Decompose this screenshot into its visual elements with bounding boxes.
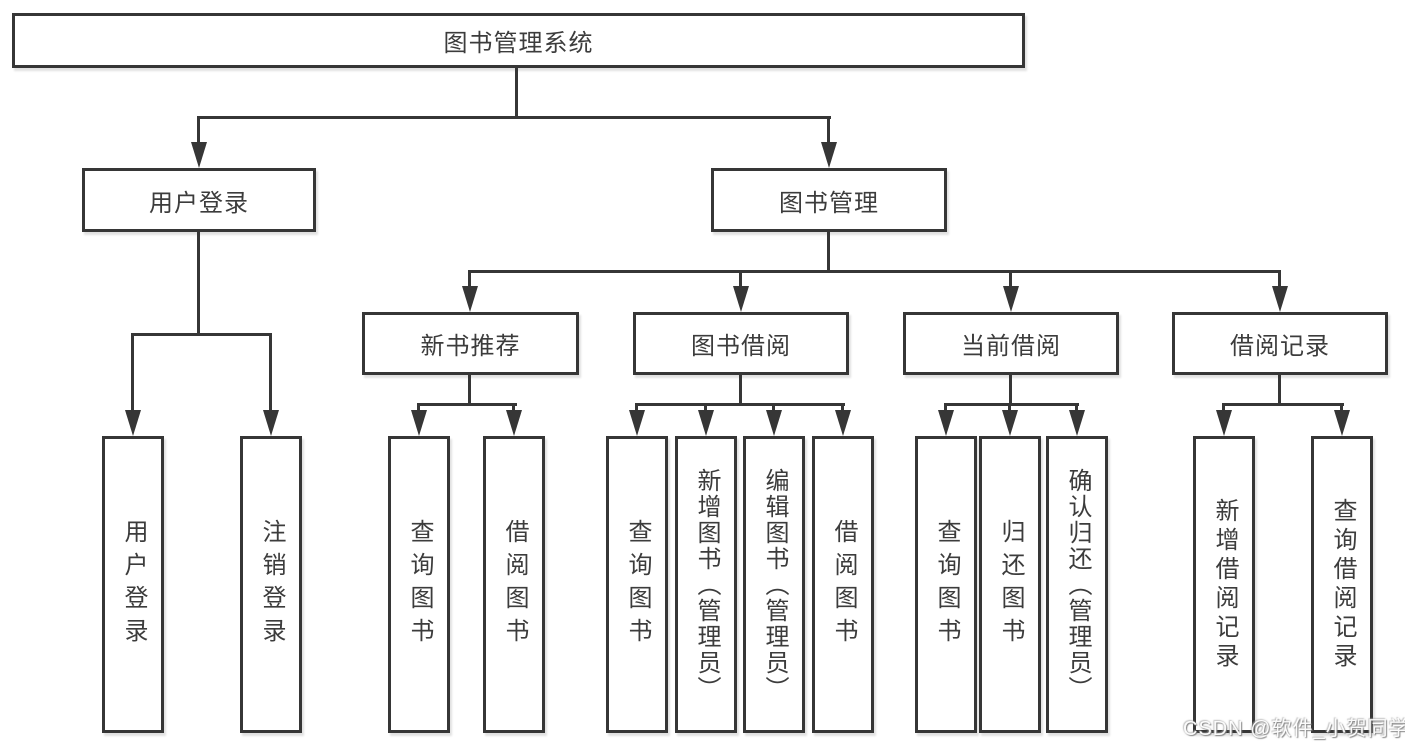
connector-line [417,403,420,413]
arrowhead-down-icon [698,410,714,436]
node-book-borrowing: 图书借阅 [633,312,849,375]
leaf-return-book: 归还图书 [979,436,1041,733]
arrowhead-down-icon [835,410,851,436]
arrowhead-down-icon [263,410,279,436]
arrowhead-down-icon [1003,286,1019,312]
leaf-user-login: 用户登录 [102,436,164,733]
connector-line [1278,270,1281,288]
arrowhead-down-icon [1069,410,1085,436]
leaf-query-books-recommend: 查询图书 [388,436,450,733]
connector-line [827,116,830,144]
connector-line [468,270,1281,273]
connector-line [515,68,518,118]
connector-line [1222,403,1225,413]
leaf-add-borrow-record: 新增借阅记录 [1193,436,1255,733]
arrowhead-down-icon [462,286,478,312]
connector-line [944,403,1079,406]
connector-line [131,333,134,412]
arrowhead-down-icon [629,410,645,436]
connector-line [704,403,707,413]
connector-line [1340,403,1343,413]
connector-line [1222,403,1344,406]
connector-line [417,403,517,406]
connector-line [468,375,471,405]
leaf-edit-book-admin: 编辑图书（管理员） [743,436,805,733]
connector-line [772,403,775,413]
connector-line [739,375,742,405]
arrowhead-down-icon [1002,410,1018,436]
node-book-management: 图书管理 [711,168,947,232]
connector-line [1008,403,1011,413]
arrowhead-down-icon [1334,410,1350,436]
connector-line [1278,375,1281,405]
arrowhead-down-icon [766,410,782,436]
leaf-logout: 注销登录 [240,436,302,733]
connector-line [1075,403,1078,413]
connector-line [197,116,200,144]
leaf-confirm-return-admin: 确认归还（管理员） [1046,436,1108,733]
node-user-login: 用户登录 [82,168,316,232]
connector-line [635,403,638,413]
connector-line [269,333,272,412]
node-current-borrowing: 当前借阅 [903,312,1119,375]
connector-line [1009,270,1012,288]
arrowhead-down-icon [125,410,141,436]
node-root: 图书管理系统 [12,13,1025,68]
connector-line [739,270,742,288]
connector-line [197,116,831,119]
leaf-borrow-books: 借阅图书 [812,436,874,733]
connector-line [827,232,830,272]
node-new-book-recommend: 新书推荐 [362,312,579,375]
leaf-borrow-books-recommend: 借阅图书 [483,436,545,733]
connector-line [1009,375,1012,405]
arrowhead-down-icon [1216,410,1232,436]
connector-line [635,403,845,406]
connector-line [131,333,272,336]
node-borrowing-records: 借阅记录 [1172,312,1388,375]
arrowhead-down-icon [938,410,954,436]
arrowhead-down-icon [733,286,749,312]
leaf-add-book-admin: 新增图书（管理员） [675,436,737,733]
connector-line [841,403,844,413]
connector-line [197,232,200,335]
arrowhead-down-icon [506,410,522,436]
leaf-query-borrow-record: 查询借阅记录 [1311,436,1373,733]
arrowhead-down-icon [821,142,837,168]
arrowhead-down-icon [191,142,207,168]
csdn-watermark: CSDN @软件_小贺同学 [1183,718,1405,740]
leaf-query-books-borrow: 查询图书 [606,436,668,733]
leaf-query-books-current: 查询图书 [915,436,977,733]
connector-line [468,270,471,288]
arrowhead-down-icon [1272,286,1288,312]
connector-line [944,403,947,413]
connector-line [512,403,515,413]
arrowhead-down-icon [411,410,427,436]
